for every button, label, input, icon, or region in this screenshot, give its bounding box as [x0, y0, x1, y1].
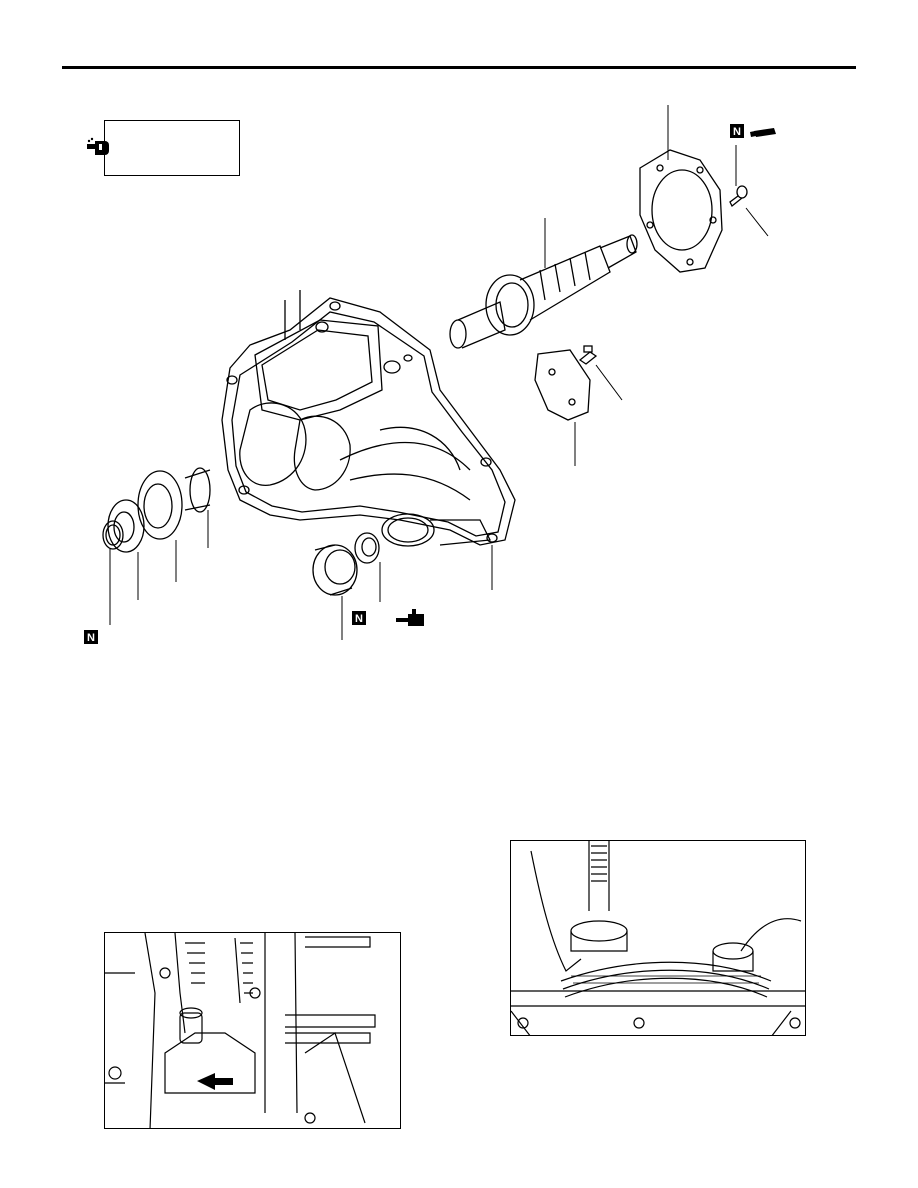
chain-removal-photo — [510, 840, 806, 1036]
legend-box — [87, 120, 240, 176]
new-part-marker-mid: N — [352, 611, 366, 625]
cover-plate — [534, 349, 591, 421]
svg-text:N: N — [87, 632, 95, 644]
header-rule — [62, 66, 856, 69]
leader-lines — [109, 105, 769, 640]
exploded-parts-diagram: N N N — [84, 105, 776, 644]
new-part-marker-top: N — [730, 124, 744, 138]
shift-fork-photo — [104, 932, 401, 1129]
bolt-middle — [578, 345, 598, 365]
sealant-tube-icon — [750, 128, 776, 137]
transfer-case-housing — [221, 290, 516, 547]
gear-stack — [102, 467, 211, 553]
torque-wrench-icon — [87, 137, 109, 155]
svg-text:N: N — [355, 613, 363, 625]
svg-text:N: N — [733, 126, 741, 138]
arrow-left-icon — [197, 1073, 233, 1090]
new-part-marker-left: N — [84, 630, 98, 644]
rear-output-shaft — [449, 234, 638, 349]
oil-seal-small — [354, 532, 380, 564]
rear-cover-gasket — [639, 149, 723, 273]
bolt-top — [729, 185, 748, 208]
grease-gun-icon — [396, 609, 424, 626]
oil-seal-large — [312, 544, 358, 596]
